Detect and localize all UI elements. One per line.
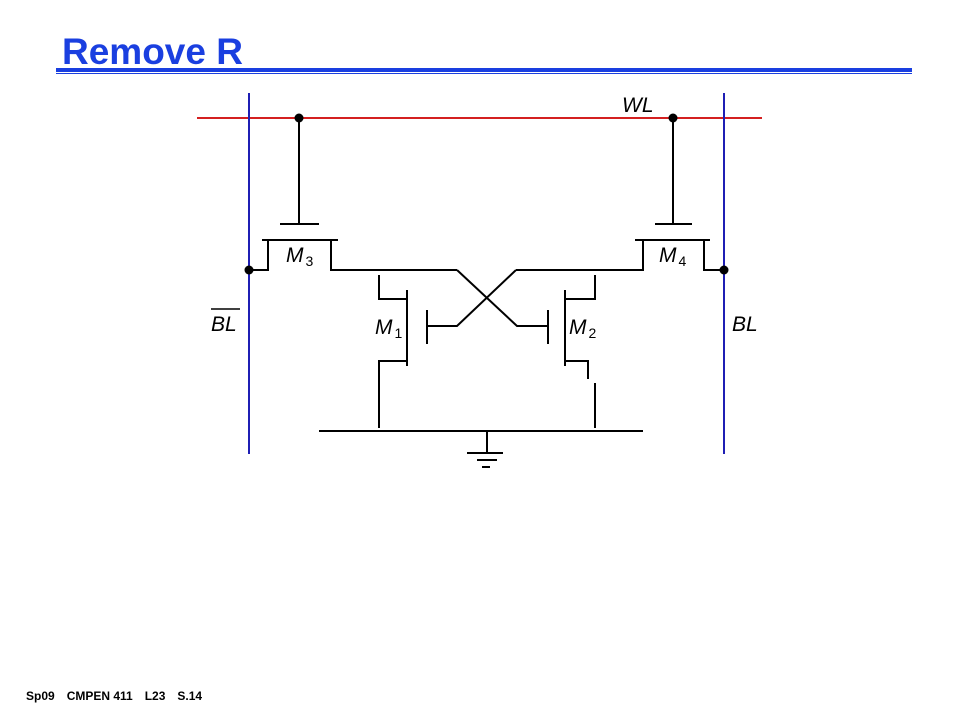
junction-dot-bl-right — [719, 265, 729, 275]
m2-source — [565, 360, 589, 379]
slide-title: Remove R — [62, 31, 243, 72]
cross-wire-1 — [456, 269, 548, 327]
m3-name: M — [286, 244, 304, 267]
m1-name: M — [375, 316, 393, 339]
m2-subscript: 2 — [589, 325, 597, 341]
slide-footer: Sp09 CMPEN 411 L23 S.14 — [26, 689, 214, 703]
footer-term: Sp09 — [26, 689, 55, 703]
m2-drain — [565, 275, 596, 300]
title-underline-thin — [56, 73, 912, 74]
m4-right-terminal — [703, 240, 724, 271]
m2-name: M — [569, 316, 587, 339]
m1-subscript: 1 — [395, 325, 403, 341]
black-wiring — [211, 118, 724, 468]
footer-slide-number: S.14 — [177, 689, 203, 703]
m3-right-terminal — [330, 240, 457, 271]
m4-subscript: 4 — [679, 253, 687, 269]
title-underline — [56, 68, 912, 74]
footer-lecture: L23 — [144, 689, 166, 703]
wordline-label: WL — [622, 94, 654, 117]
bitline-right-label: BL — [732, 313, 758, 336]
m3-left-terminal — [249, 240, 269, 271]
junction-dot-bl-left — [244, 265, 254, 275]
junction-dot-m3-gate — [294, 113, 304, 123]
footer-course: CMPEN 411 — [66, 689, 133, 703]
title-underline-thick — [56, 68, 912, 72]
m1-source — [378, 360, 407, 428]
m4-name: M — [659, 244, 677, 267]
m1-drain — [378, 275, 407, 300]
bitline-left-label: BL — [211, 313, 237, 336]
m4-left-terminal — [516, 240, 644, 271]
m3-subscript: 3 — [306, 253, 314, 269]
cross-wire-2 — [427, 269, 517, 327]
junction-dot-m4-gate — [668, 113, 678, 123]
